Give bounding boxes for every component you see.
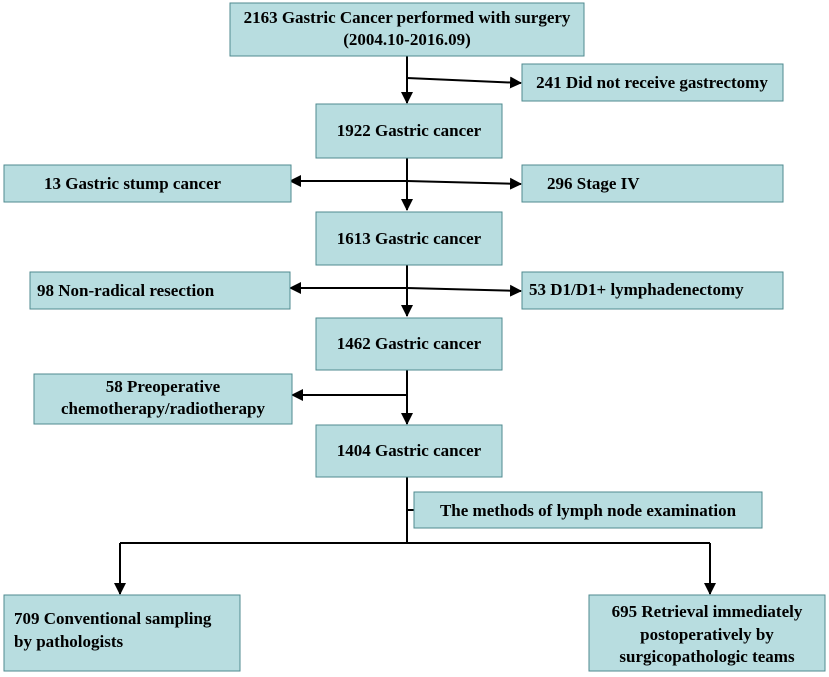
box-1404-label: 1404 Gastric cancer — [337, 441, 482, 460]
box-conventional: 709 Conventional sampling by pathologist… — [3, 594, 241, 672]
box-start-line1: 2163 Gastric Cancer performed with surge… — [244, 8, 571, 27]
arrow-to-stage4 — [406, 177, 522, 190]
box-1613-label: 1613 Gastric cancer — [337, 229, 482, 248]
arrow-to-d1 — [406, 284, 522, 297]
box-preop: 58 Preoperative chemotherapy/radiotherap… — [33, 373, 293, 425]
arrow-to-no-gastrectomy — [406, 76, 522, 89]
connectors — [114, 56, 716, 595]
box-retrieval-line2: postoperatively by — [640, 625, 774, 644]
box-non-radical: 98 Non-radical resection — [29, 271, 291, 310]
box-1462-label: 1462 Gastric cancer — [337, 334, 482, 353]
box-stump: 13 Gastric stump cancer — [3, 164, 292, 203]
box-d1-label: 53 D1/D1+ lymphadenectomy — [529, 280, 744, 299]
box-conventional-line2: by pathologists — [14, 632, 123, 651]
box-stage4-label: 296 Stage IV — [547, 174, 640, 193]
box-1404: 1404 Gastric cancer — [315, 424, 503, 478]
box-stage4: 296 Stage IV — [521, 164, 784, 203]
box-methods: The methods of lymph node examination — [413, 491, 763, 529]
box-1613: 1613 Gastric cancer — [315, 211, 503, 266]
box-no-gastrectomy-label: 241 Did not receive gastrectomy — [536, 73, 768, 92]
box-retrieval: 695 Retrieval immediately postoperativel… — [588, 594, 826, 672]
box-start: 2163 Gastric Cancer performed with surge… — [229, 2, 585, 57]
box-1922-label: 1922 Gastric cancer — [337, 121, 482, 140]
box-non-radical-label: 98 Non-radical resection — [37, 281, 215, 300]
box-stump-label: 13 Gastric stump cancer — [44, 174, 222, 193]
box-1462: 1462 Gastric cancer — [315, 317, 503, 371]
box-preop-line1: 58 Preoperative — [106, 377, 221, 396]
box-conventional-line1: 709 Conventional sampling — [14, 609, 212, 628]
box-d1: 53 D1/D1+ lymphadenectomy — [521, 271, 784, 310]
box-preop-line2: chemotherapy/radiotherapy — [61, 399, 265, 418]
box-no-gastrectomy: 241 Did not receive gastrectomy — [521, 63, 784, 102]
box-retrieval-line3: surgicopathologic teams — [619, 647, 795, 666]
box-1922: 1922 Gastric cancer — [315, 103, 503, 159]
box-start-line2: (2004.10-2016.09) — [343, 30, 470, 49]
box-retrieval-line1: 695 Retrieval immediately — [612, 602, 803, 621]
box-methods-label: The methods of lymph node examination — [440, 501, 737, 520]
